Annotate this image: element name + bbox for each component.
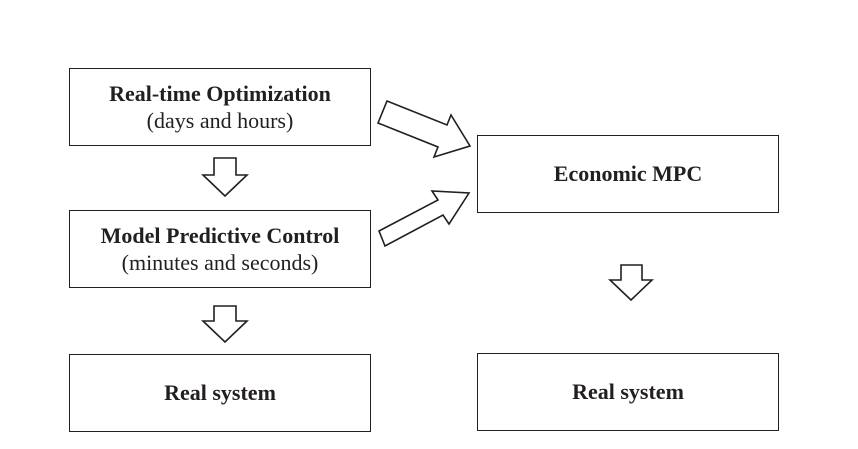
real-system-left-title: Real system bbox=[164, 380, 276, 406]
real-system-right-title: Real system bbox=[572, 379, 684, 405]
mpc-title: Model Predictive Control bbox=[100, 222, 340, 248]
rto-title: Real-time Optimization bbox=[109, 80, 331, 106]
real-system-right-box: Real system bbox=[477, 353, 779, 431]
down-arrow-rto-to-mpc bbox=[201, 157, 249, 198]
rto-subtitle: (days and hours) bbox=[146, 108, 294, 133]
diagonal-arrow-mpc-to-empc bbox=[377, 190, 471, 248]
down-arrow-empc-to-real-system bbox=[608, 264, 654, 302]
mpc-subtitle: (minutes and seconds) bbox=[121, 250, 319, 275]
diagonal-arrow-rto-to-empc bbox=[376, 99, 472, 159]
economic-mpc-box: Economic MPC bbox=[477, 135, 779, 213]
rto-box: Real-time Optimization (days and hours) bbox=[69, 68, 371, 146]
down-arrow-mpc-to-real-system bbox=[201, 305, 249, 344]
economic-mpc-title: Economic MPC bbox=[553, 161, 703, 187]
real-system-left-box: Real system bbox=[69, 354, 371, 432]
mpc-box: Model Predictive Control (minutes and se… bbox=[69, 210, 371, 288]
